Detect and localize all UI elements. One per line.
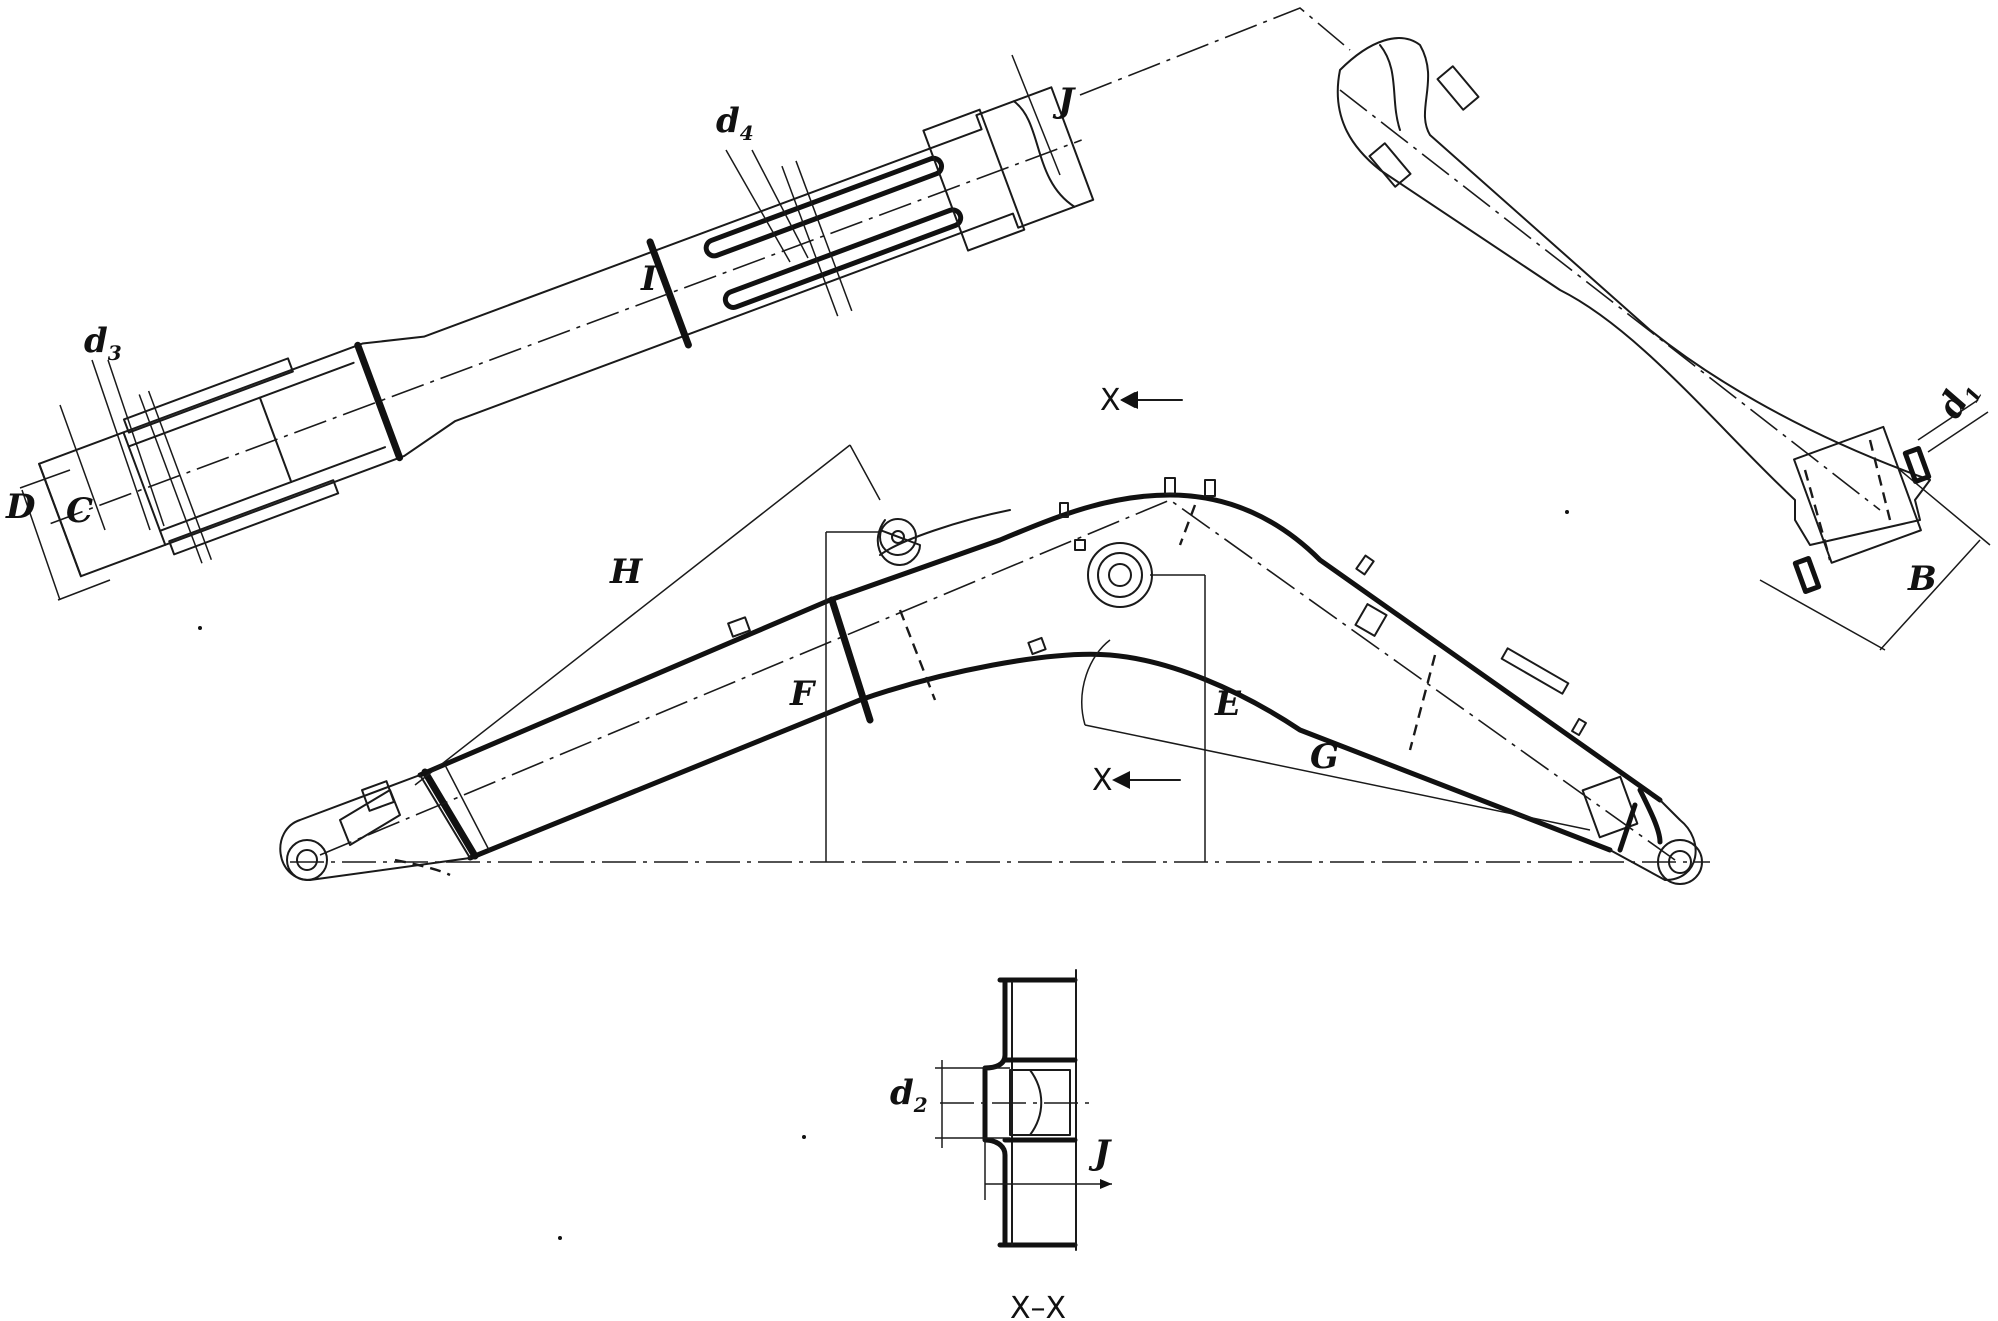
dim-H — [414, 444, 851, 786]
label-G: G — [1310, 737, 1339, 777]
arm-connection-line — [1079, 7, 1351, 96]
label-F: F — [789, 674, 817, 714]
boom-top-view — [38, 86, 1095, 578]
label-H: H — [609, 552, 644, 592]
section-x-x — [935, 969, 1112, 1251]
label-B: B — [1907, 559, 1937, 599]
section-mark-lower: X — [1092, 763, 1113, 798]
label-d4: d4 — [716, 101, 754, 145]
dim-D — [21, 404, 106, 601]
label-d2: d2 — [890, 1073, 928, 1117]
boom-side-view — [279, 477, 1703, 885]
label-J-section: J — [1088, 1133, 1112, 1173]
dim-G — [1081, 639, 1591, 831]
label-D: D — [5, 487, 36, 527]
section-caption: X–X — [1010, 1291, 1066, 1321]
label-d3: d3 — [84, 321, 122, 365]
section-mark-upper: X — [1100, 383, 1121, 418]
label-I: I — [640, 259, 658, 299]
label-C: C — [66, 491, 93, 531]
label-E: E — [1214, 684, 1242, 724]
arm-view: B d1 — [1336, 37, 1991, 651]
